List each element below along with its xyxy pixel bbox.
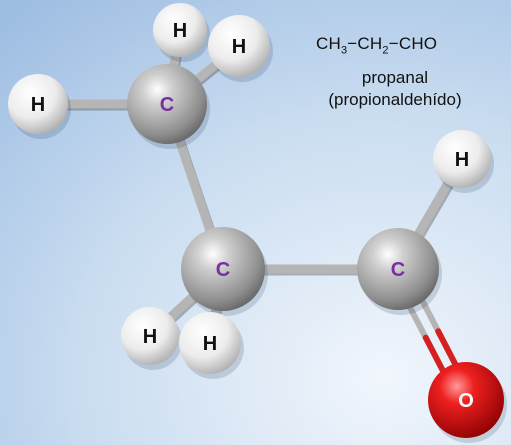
formula-part-3: −CHO (388, 34, 438, 53)
atom-c1-carbon: C (127, 64, 210, 149)
condensed-formula: CH3−CH2−CHO (316, 34, 437, 56)
atom-o1-oxygen: O (428, 362, 507, 443)
atom-h6-label: H (203, 333, 217, 355)
atom-c1-label: C (160, 94, 174, 116)
atom-h3-label: H (31, 94, 45, 116)
atom-c3-label: C (391, 259, 405, 281)
atom-h3-sphere (8, 74, 68, 134)
atom-h3-hydrogen: H (8, 74, 71, 139)
atom-h2-hydrogen: H (208, 15, 273, 82)
formula-subscript-2: 2 (382, 44, 389, 57)
atom-h1-sphere (153, 3, 207, 57)
formula-subscript-1: 3 (340, 44, 348, 57)
atom-c2-sphere (181, 227, 265, 311)
atom-h5-label: H (143, 326, 157, 348)
atom-c1-sphere (127, 64, 207, 144)
atom-o1-label: O (458, 390, 474, 412)
atom-h5-hydrogen: H (121, 307, 182, 370)
atom-o1-sphere (428, 362, 504, 438)
atom-h4-sphere (433, 130, 491, 188)
atom-h1-hydrogen: H (153, 3, 210, 62)
formula-part-1: CH (316, 34, 341, 53)
atom-h4-hydrogen: H (433, 130, 494, 193)
atom-h2-sphere (208, 15, 270, 77)
atom-h2-label: H (232, 36, 246, 58)
atom-h1-label: H (173, 20, 187, 42)
atom-c2-carbon: C (181, 227, 268, 316)
atom-h5-sphere (121, 307, 179, 365)
atom-h6-sphere (179, 312, 241, 374)
atom-c2-label: C (216, 259, 230, 281)
atom-h4-label: H (455, 149, 469, 171)
atom-c3-carbon: C (357, 228, 442, 315)
formula-part-2: −CH (347, 34, 383, 53)
atom-c3-sphere (357, 228, 439, 310)
molecule-name: propanal (361, 68, 429, 87)
atom-h6-hydrogen: H (179, 312, 244, 379)
molecule-alt-name: (propionaldehído) (328, 90, 462, 109)
